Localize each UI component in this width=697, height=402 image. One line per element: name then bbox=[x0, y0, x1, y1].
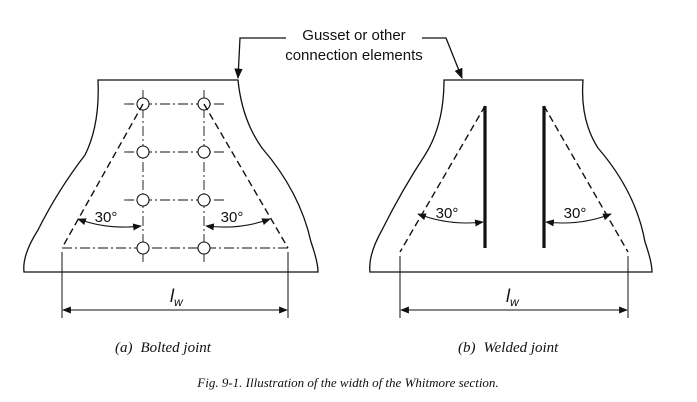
width-symbol: lw bbox=[506, 286, 520, 309]
bolt-hole bbox=[197, 193, 211, 207]
angle-arc-right bbox=[205, 218, 271, 231]
bolt-gridlines bbox=[62, 90, 288, 262]
bolt-holes bbox=[136, 97, 211, 255]
angle-label-right: 30° bbox=[221, 209, 244, 226]
gusset-outline-right bbox=[369, 79, 653, 273]
caption-welded: (b)Welded joint bbox=[458, 340, 559, 356]
callout-leader-right bbox=[422, 37, 463, 79]
bolted-joint-panel: 30° 30° lw (a)Bolted joint bbox=[23, 79, 319, 356]
bolt-hole bbox=[197, 241, 211, 255]
spread-line-right bbox=[543, 105, 629, 253]
callout: Gusset or other connection elements bbox=[234, 27, 463, 80]
spread-line-left bbox=[399, 105, 486, 253]
angle-label-left: 30° bbox=[95, 209, 118, 226]
bolt-hole bbox=[197, 145, 211, 159]
angle-label-left: 30° bbox=[436, 205, 459, 222]
bolt-hole bbox=[136, 241, 150, 255]
gusset-outline-left bbox=[23, 79, 319, 273]
angle-arc-left bbox=[417, 213, 484, 227]
bolt-hole bbox=[136, 145, 150, 159]
spread-line-right bbox=[203, 103, 289, 249]
callout-line-1: Gusset or other bbox=[302, 27, 405, 44]
spread-line-left bbox=[61, 103, 144, 249]
bolt-hole bbox=[136, 193, 150, 207]
caption-bolted: (a)Bolted joint bbox=[115, 340, 212, 356]
figure-caption: Fig. 9-1. Illustration of the width of t… bbox=[196, 375, 498, 390]
width-symbol: lw bbox=[170, 286, 184, 309]
callout-line-2: connection elements bbox=[285, 47, 423, 64]
welded-joint-panel: 30° 30° lw (b)Welded joint bbox=[369, 79, 653, 356]
angle-arc-left bbox=[77, 218, 142, 231]
callout-leader-left bbox=[234, 37, 286, 80]
angle-arc-right bbox=[545, 213, 612, 227]
angle-label-right: 30° bbox=[564, 205, 587, 222]
